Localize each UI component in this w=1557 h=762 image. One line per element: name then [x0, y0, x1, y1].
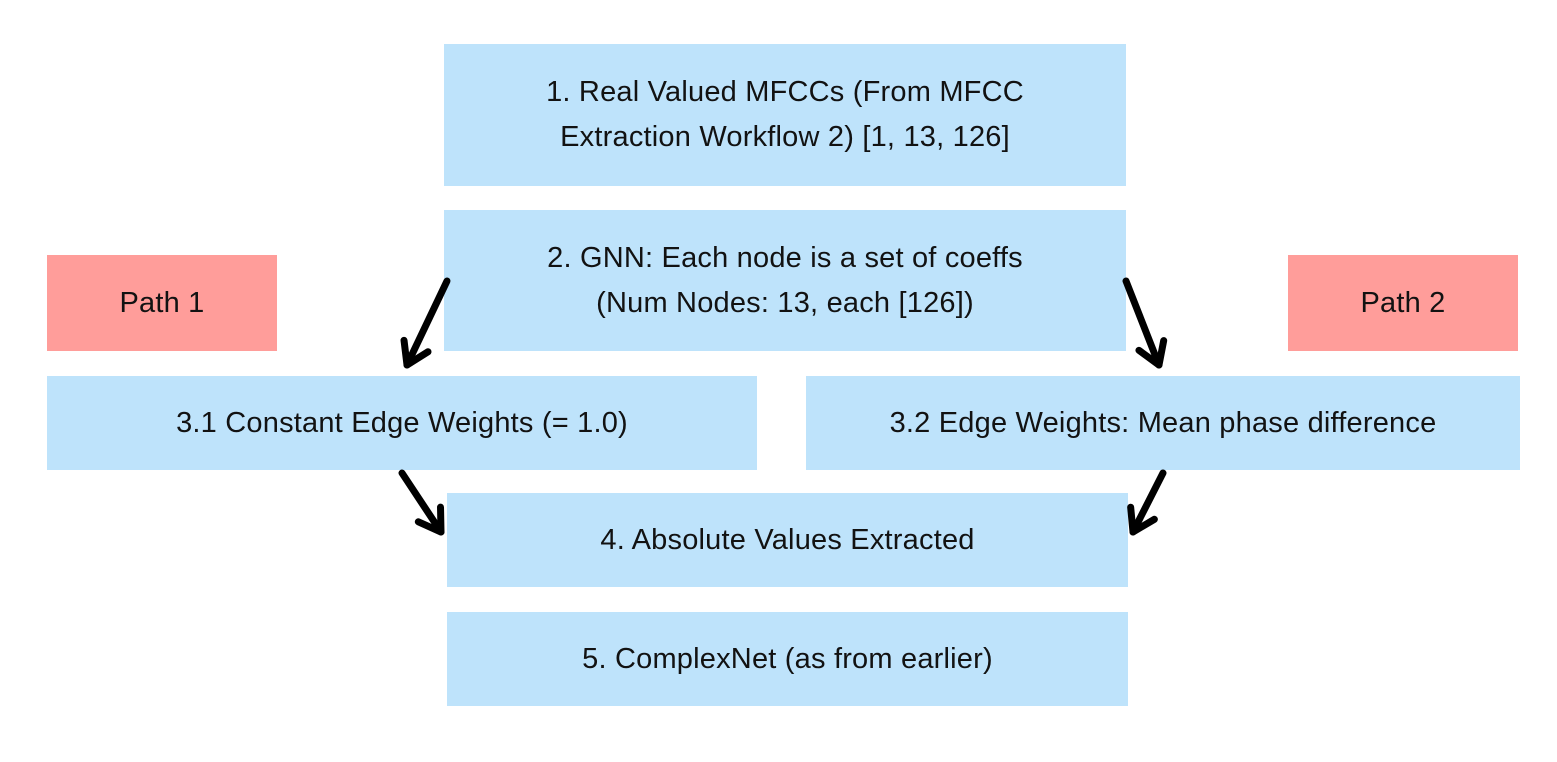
arrow-step3-2-to-step4 [1127, 469, 1167, 536]
label-path-1: Path 1 [47, 255, 277, 351]
node-step3-2-text: 3.2 Edge Weights: Mean phase difference [889, 406, 1437, 439]
node-step4-absolute-values: 4. Absolute Values Extracted [447, 493, 1128, 587]
arrow-step2-to-step3-2 [1122, 277, 1168, 369]
node-step2-line2: (Num Nodes: 13, each [126]) [596, 286, 974, 319]
label-path-2: Path 2 [1288, 255, 1518, 351]
node-step3-1-constant-edge-weights: 3.1 Constant Edge Weights (= 1.0) [47, 376, 757, 470]
node-step1-line2: Extraction Workflow 2) [1, 13, 126] [560, 121, 1010, 153]
node-step2-line1: 2. GNN: Each node is a set of coeffs [547, 241, 1023, 274]
node-step4-text: 4. Absolute Values Extracted [600, 523, 975, 556]
label-path-2-text: Path 2 [1360, 286, 1446, 319]
node-step3-1-text: 3.1 Constant Edge Weights (= 1.0) [176, 406, 628, 439]
node-step3-2-edge-weights-mean-phase: 3.2 Edge Weights: Mean phase difference [806, 376, 1520, 470]
node-step5-complexnet: 5. ComplexNet (as from earlier) [447, 612, 1128, 706]
node-step1-line1: 1. Real Valued MFCCs (From MFCC [546, 76, 1024, 108]
node-step5-text: 5. ComplexNet (as from earlier) [582, 642, 993, 675]
arrow-step2-to-step3-1 [400, 277, 451, 369]
label-path-1-text: Path 1 [119, 286, 205, 319]
node-step2-gnn: 2. GNN: Each node is a set of coeffs (Nu… [444, 210, 1126, 351]
node-step1-real-valued-mfccs: 1. Real Valued MFCCs (From MFCC Extracti… [444, 44, 1126, 186]
arrow-step3-1-to-step4 [398, 469, 445, 536]
